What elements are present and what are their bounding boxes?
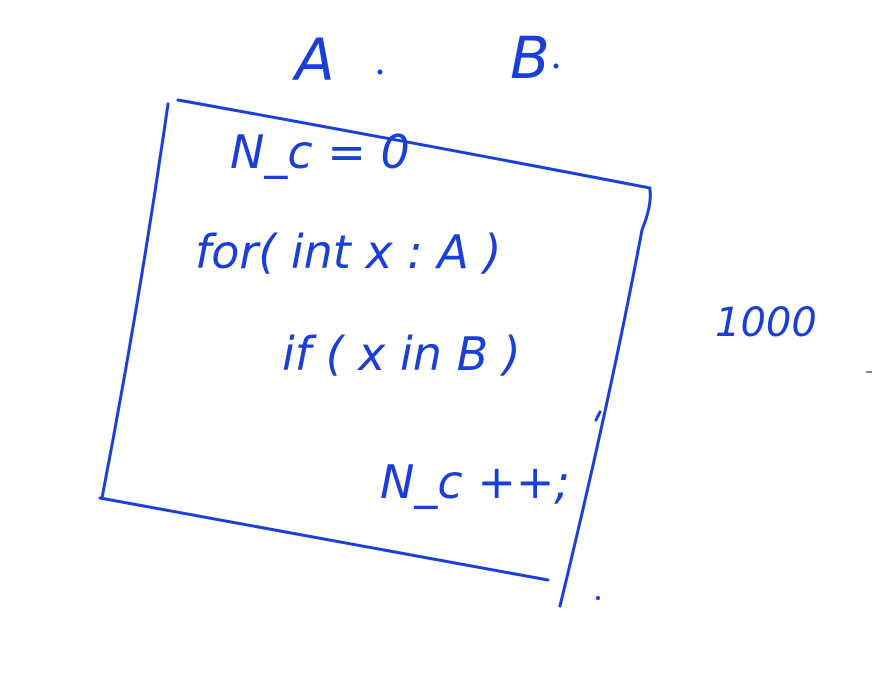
box-top-edge (176, 98, 652, 190)
box-left-edge (100, 102, 170, 500)
box-right-edge (558, 188, 652, 608)
side-note: 1000 (715, 300, 817, 346)
code-line-4: N_c ++; (380, 455, 570, 509)
dot-b (553, 63, 559, 69)
code-line-1: N_c = 0 (230, 125, 410, 179)
stray-mark-1 (594, 410, 602, 422)
box-bottom-edge (98, 496, 550, 582)
label-b: B (510, 24, 550, 92)
label-a: A (291, 26, 335, 94)
dot-a (377, 69, 383, 75)
stray-dot-1 (596, 596, 600, 600)
code-line-2: for( int x : A ) (195, 225, 501, 279)
code-line-3: if ( x in B ) (282, 327, 521, 381)
